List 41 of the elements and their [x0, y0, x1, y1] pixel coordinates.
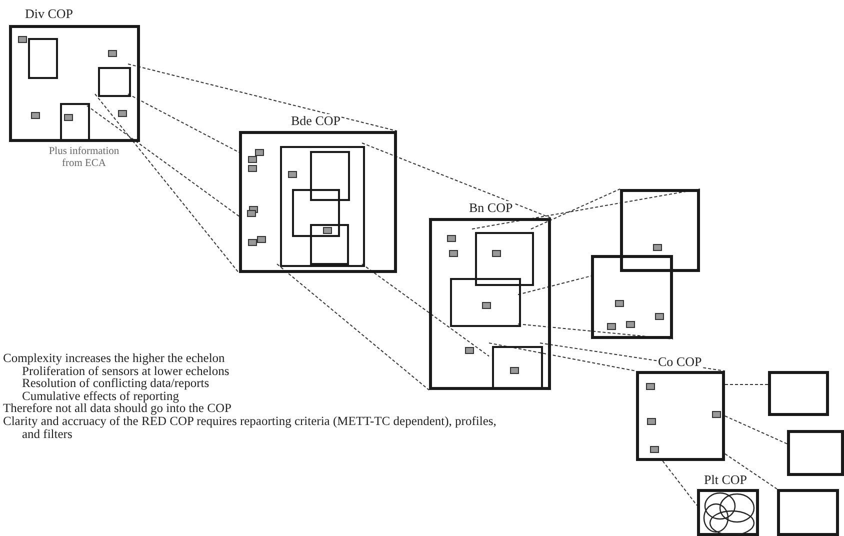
- note-text: Therefore not all data should go into the COP: [3, 402, 232, 415]
- cop-title: Co COP: [657, 355, 703, 369]
- dotted-connector: [276, 264, 430, 390]
- cop-title: Bde COP: [290, 114, 342, 128]
- dotted-connector: [662, 460, 698, 506]
- empty-frame: [310, 151, 350, 201]
- dotted-connector: [94, 94, 240, 274]
- cop-title: Bn COP: [468, 201, 514, 215]
- note-text: Resolution of conflicting data/reports: [21, 377, 210, 390]
- cop-title: Plt COP: [703, 473, 748, 487]
- dotted-connector: [724, 384, 768, 385]
- cop-title: Div COP: [24, 7, 74, 21]
- dotted-connector: [488, 342, 636, 372]
- dotted-connector: [530, 188, 620, 230]
- empty-frame: [620, 189, 700, 272]
- note-text: Complexity increases the higher the echelon: [3, 352, 226, 365]
- note-text: Cumulative effects of reporting: [21, 390, 180, 402]
- dotted-connector: [362, 142, 552, 218]
- empty-frame: [591, 255, 673, 339]
- dotted-connector: [472, 188, 700, 230]
- dotted-connector: [362, 264, 490, 357]
- empty-frame: [98, 67, 131, 97]
- empty-frame: [28, 38, 58, 79]
- dotted-connector: [724, 416, 788, 444]
- empty-frame: [280, 146, 365, 267]
- note-text: Plus information from ECA: [48, 146, 120, 170]
- empty-frame: [777, 489, 839, 536]
- empty-frame: [768, 371, 829, 416]
- empty-frame: [60, 103, 90, 141]
- empty-frame: [292, 189, 340, 237]
- dotted-connector: [724, 453, 778, 490]
- note-text: Clarity and accruacy of the RED COP requires repaorting criteria (METT-TC dependent), profiles, and filters: [3, 414, 498, 440]
- note-text: Proliferation of sensors at lower echelons: [22, 364, 230, 378]
- dotted-connector: [518, 276, 592, 296]
- empty-frame: [475, 232, 534, 286]
- dotted-connector: [86, 105, 240, 217]
- dotted-connector: [128, 94, 240, 153]
- empty-frame: [787, 430, 844, 476]
- empty-frame: [492, 346, 543, 390]
- empty-frame: [450, 278, 521, 327]
- empty-frame: [310, 224, 349, 265]
